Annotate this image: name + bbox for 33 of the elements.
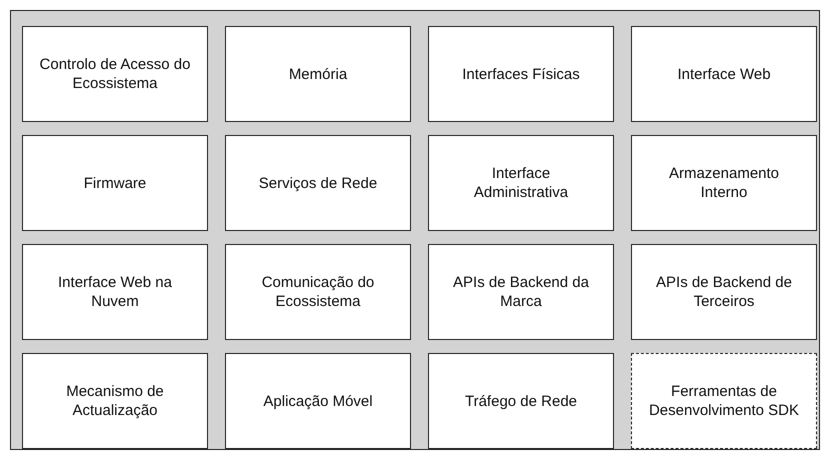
component-box	[225, 244, 411, 340]
component-label: Tráfego de Rede	[464, 392, 578, 410]
component-box	[428, 244, 614, 340]
component-box	[631, 244, 817, 340]
component-box	[631, 135, 817, 231]
component-box	[22, 353, 208, 449]
component-box	[631, 26, 817, 122]
component-label: APIs de Backend de Terceiros	[655, 273, 793, 311]
component-box	[428, 26, 614, 122]
component-label: Interface Web na Nuvem	[57, 273, 173, 311]
component-label: Mecanismo de Actualização	[65, 382, 165, 420]
component-label: Serviços de Rede	[258, 174, 378, 192]
component-label: Ferramentas de Desenvolvimento SDK	[648, 382, 800, 420]
component-label: Armazenamento Interno	[668, 164, 780, 202]
component-box	[428, 353, 614, 449]
component-box	[225, 135, 411, 231]
component-label: Aplicação Móvel	[263, 392, 373, 410]
component-box	[22, 26, 208, 122]
component-box	[428, 135, 614, 231]
container-panel	[10, 10, 820, 450]
component-box	[631, 353, 817, 449]
component-box	[22, 244, 208, 340]
component-label: Firmware	[84, 174, 146, 192]
component-label: Comunicação do Ecossistema	[260, 273, 376, 311]
component-label: Controlo de Acesso do Ecossistema	[39, 55, 191, 93]
component-label: Memória	[288, 64, 348, 84]
component-box	[225, 353, 411, 449]
component-box	[225, 26, 411, 122]
component-label: APIs de Backend da Marca	[452, 273, 590, 311]
component-label: Interfaces Físicas	[462, 64, 580, 84]
component-label: Interface Web	[677, 64, 771, 84]
component-box	[22, 135, 208, 231]
component-label: Interface Administrativa	[472, 164, 570, 202]
